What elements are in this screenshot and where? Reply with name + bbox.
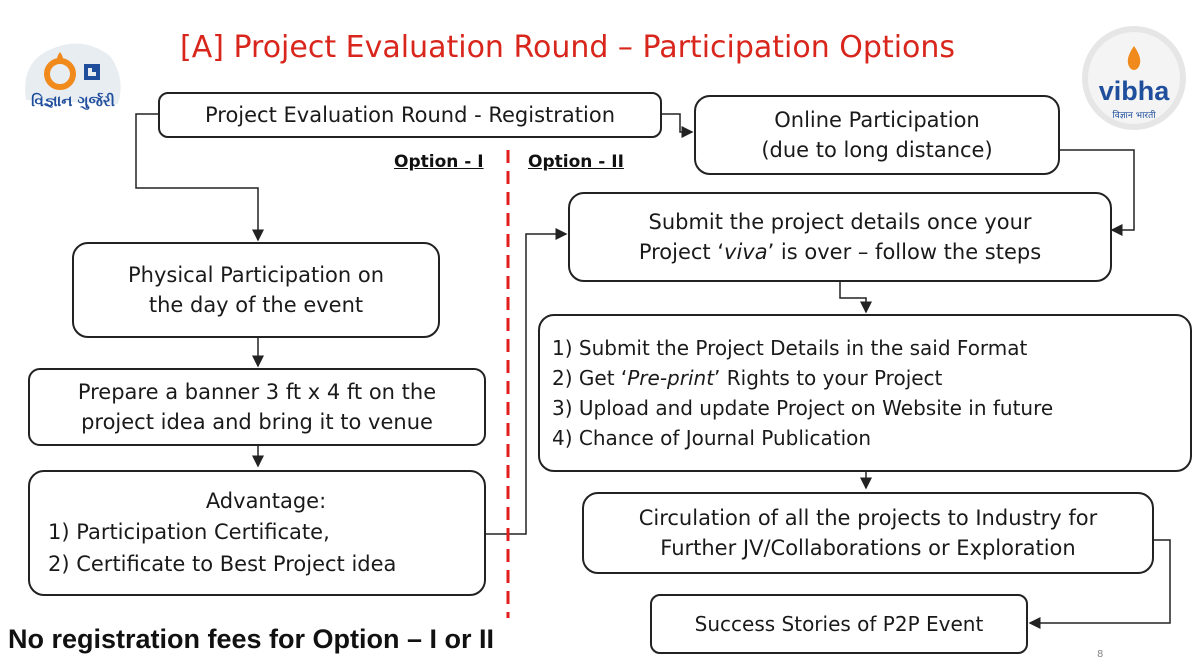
online-line1: Online Participation [774,107,980,132]
advantage-item-1: 1) Participation Certificate, [48,520,330,545]
submit-details-box: Submit the project details once your Pro… [568,192,1112,282]
page-number: 8 [1097,649,1104,660]
registration-box: Project Evaluation Round - Registration [158,92,662,138]
step-3: 3) Upload and update Project on Website … [552,396,1054,420]
logo-left-text: વિજ્ઞાન ગુર્જરી [31,92,115,110]
banner-line1: Prepare a banner 3 ft x 4 ft on the [77,379,437,404]
success-stories-box: Success Stories of P2P Event [650,594,1028,654]
option-one-label: Option - I [394,152,484,172]
circulation-line1: Circulation of all the projects to Indus… [638,505,1098,530]
logo-right-subtext: विज्ञान भारती [1112,111,1156,121]
step-4: 4) Chance of Journal Publication [552,426,872,450]
physical-participation-box: Physical Participation on the day of the… [72,242,440,338]
submit-line2: Project ‘viva’ is over – follow the step… [638,240,1042,264]
banner-line2: project idea and bring it to venue [81,410,433,434]
physical-line1: Physical Participation on [127,262,385,287]
submit-line1: Submit the project details once your [648,209,1032,234]
viva-emphasis: viva [724,240,768,264]
physical-line2: the day of the event [148,293,364,317]
vigyan-gurjari-logo: વિજ્ઞાન ગુર્જરી [14,30,132,128]
registration-text: Project Evaluation Round - Registration [204,102,615,127]
footer-note: No registration fees for Option – I or I… [8,624,495,654]
page-title: [A] Project Evaluation Round – Participa… [180,30,956,65]
step-1: 1) Submit the Project Details in the sai… [552,336,1028,360]
advantage-box: Advantage: 1) Participation Certificate,… [28,470,486,596]
online-participation-box: Online Participation (due to long distan… [694,95,1060,175]
step-2: 2) Get ‘Pre-print’ Rights to your Projec… [552,366,943,390]
vibha-logo: vibha विज्ञान भारती [1080,24,1188,132]
online-line2: (due to long distance) [761,138,993,162]
steps-box: 1) Submit the Project Details in the sai… [538,314,1192,472]
success-text: Success Stories of P2P Event [694,611,984,636]
logo-right-text: vibha [1098,76,1170,106]
banner-box: Prepare a banner 3 ft x 4 ft on the proj… [28,368,486,446]
advantage-heading: Advantage: [205,488,327,513]
advantage-item-2: 2) Certificate to Best Project idea [48,551,397,576]
option-two-label: Option - II [528,152,624,172]
circulation-box: Circulation of all the projects to Indus… [582,492,1154,574]
pre-print-emphasis: Pre-print [627,366,715,390]
circulation-line2: Further JV/Collaborations or Exploration [660,536,1076,560]
